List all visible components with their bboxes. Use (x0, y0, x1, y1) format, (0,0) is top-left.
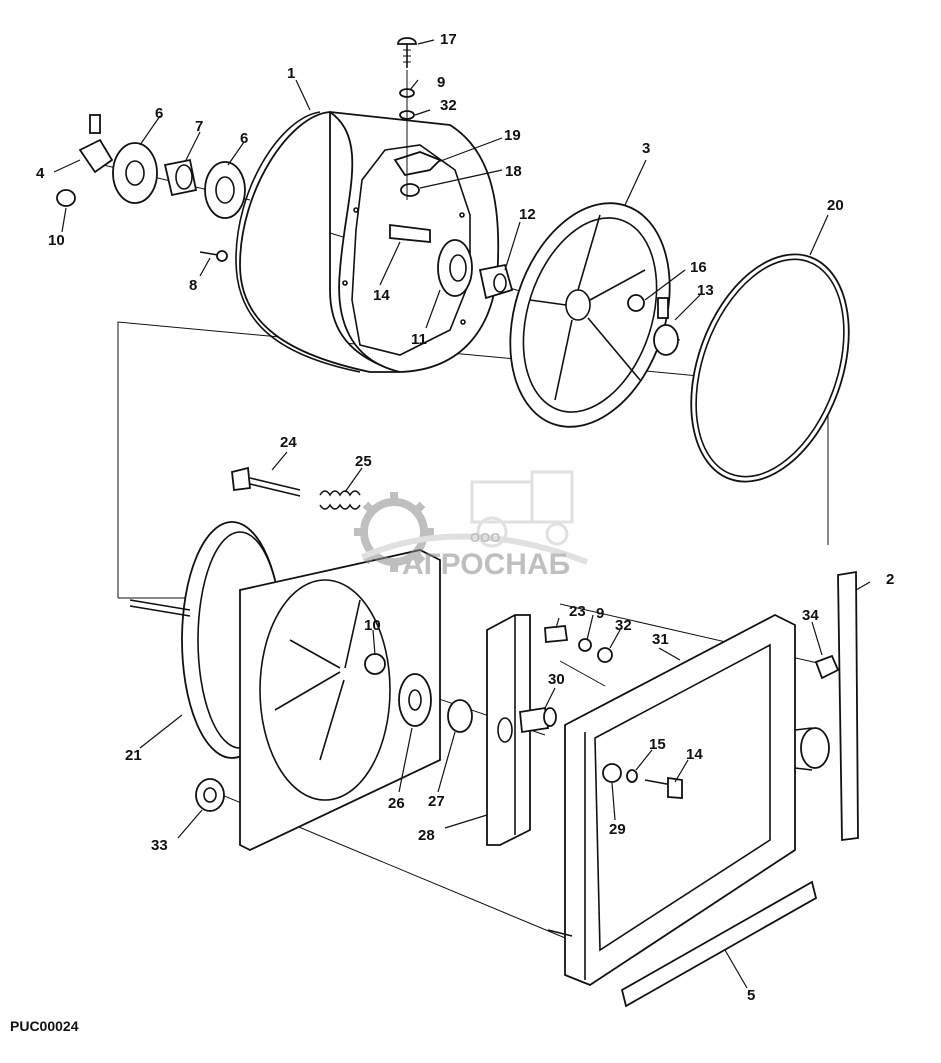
callout-27: 27 (428, 793, 445, 810)
callout-28: 28 (418, 827, 435, 844)
callout-18: 18 (505, 163, 522, 180)
callout-14-bottom: 14 (686, 746, 703, 763)
callout-25: 25 (355, 453, 372, 470)
watermark-prefix: ООО (470, 530, 500, 545)
fan-housing (129, 521, 441, 852)
callout-7: 7 (195, 118, 203, 135)
left-hub-hardware (56, 114, 246, 262)
callout-12: 12 (519, 206, 536, 223)
callout-3: 3 (642, 140, 650, 157)
seal-strips (620, 570, 859, 1008)
callout-19: 19 (504, 127, 521, 144)
callout-23: 23 (569, 603, 586, 620)
bracket-hardware (519, 625, 613, 734)
callout-9-bottom: 9 (596, 605, 604, 622)
diagram-code: PUC00024 (10, 1018, 79, 1034)
callout-15: 15 (649, 736, 666, 753)
callout-9-top: 9 (437, 74, 445, 91)
callout-24: 24 (280, 434, 297, 451)
callout-11: 11 (411, 331, 427, 348)
company-watermark: ООО АГРОСНАБ (354, 470, 589, 581)
bolt-and-spring (231, 466, 361, 510)
callout-21: 21 (125, 747, 142, 764)
callout-1: 1 (287, 65, 295, 82)
callout-13: 13 (697, 282, 714, 299)
harvester-icon (470, 470, 574, 548)
watermark-name: АГРОСНАБ (402, 548, 570, 581)
callout-5: 5 (747, 987, 755, 1004)
callout-10-top: 10 (48, 232, 65, 249)
bearing-hardware (364, 653, 473, 733)
frame-hardware (195, 654, 840, 937)
callout-33: 33 (151, 837, 168, 854)
seal-ring (690, 253, 850, 483)
drum-housing (235, 111, 500, 373)
callout-8: 8 (189, 277, 197, 294)
rectangular-frame (564, 613, 830, 987)
callout-32-bottom: 32 (615, 617, 632, 634)
callout-29: 29 (609, 821, 626, 838)
callout-20: 20 (827, 197, 844, 214)
callout-31: 31 (652, 631, 669, 648)
callout-4: 4 (36, 165, 45, 182)
callout-labels: 1 2 3 4 5 6 6 7 8 9 9 10 10 11 12 13 14 … (36, 31, 894, 1004)
callout-17: 17 (440, 31, 457, 48)
callout-6-right: 6 (240, 130, 248, 147)
callout-10-bottom: 10 (364, 617, 381, 634)
side-bracket (486, 614, 531, 846)
callout-2: 2 (886, 571, 894, 588)
gear-icon (354, 492, 434, 572)
callout-16: 16 (690, 259, 707, 276)
callout-6-left: 6 (155, 105, 163, 122)
callout-26: 26 (388, 795, 405, 812)
callout-leaders (53, 39, 871, 989)
callout-32-top: 32 (440, 97, 457, 114)
drum-top-hardware (393, 37, 442, 200)
callout-30: 30 (548, 671, 565, 688)
spoked-wheel (509, 202, 679, 428)
drum-right-hardware (389, 223, 514, 300)
callout-34: 34 (802, 607, 819, 624)
callout-14-top: 14 (373, 287, 390, 304)
